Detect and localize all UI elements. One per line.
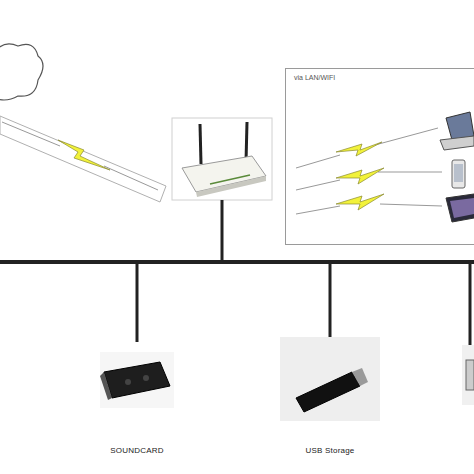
laptop-screen bbox=[446, 112, 474, 140]
bus-drop bbox=[136, 262, 139, 342]
audio-jack bbox=[143, 375, 149, 381]
group-heading: via LAN/WIFI bbox=[294, 74, 335, 81]
wifi-line bbox=[375, 128, 438, 145]
phone bbox=[452, 160, 465, 188]
laptop-base bbox=[440, 136, 474, 150]
usb-frame bbox=[280, 337, 380, 421]
wifi-line bbox=[380, 204, 442, 206]
router-front bbox=[196, 176, 266, 197]
usb-plug bbox=[352, 368, 368, 386]
wifi-line bbox=[378, 172, 442, 173]
partial-device bbox=[466, 360, 474, 390]
soundcard-side bbox=[100, 372, 112, 400]
router-antenna bbox=[200, 124, 201, 164]
wifi-line bbox=[296, 155, 340, 168]
device-frame bbox=[462, 345, 474, 405]
soundcard-frame bbox=[100, 352, 174, 408]
bus-drop bbox=[221, 200, 224, 262]
bus-line bbox=[0, 260, 474, 264]
wifi-line bbox=[296, 206, 340, 214]
usb-stick bbox=[296, 372, 360, 412]
router-antenna bbox=[246, 122, 247, 162]
lightning-bolt bbox=[336, 168, 384, 184]
lightning-bolt bbox=[336, 194, 384, 210]
device-label: USB Storage bbox=[306, 446, 355, 455]
audio-jack bbox=[125, 379, 131, 385]
tablet-screen bbox=[450, 198, 474, 218]
lightning-bolt bbox=[336, 142, 382, 156]
soundcard-body bbox=[104, 362, 170, 398]
tablet bbox=[446, 194, 474, 222]
link-line bbox=[2, 122, 60, 146]
cloud-outline bbox=[0, 44, 43, 100]
lightning-bolt bbox=[58, 140, 110, 170]
link-line bbox=[104, 166, 158, 190]
link-strip bbox=[0, 116, 166, 202]
router-frame bbox=[172, 118, 272, 200]
wifi-line bbox=[296, 180, 340, 190]
device-label: SOUNDCARD bbox=[110, 446, 163, 455]
bus-drop bbox=[329, 262, 332, 338]
wifi-group-box: via LAN/WIFI bbox=[285, 68, 474, 245]
bus-drop bbox=[469, 262, 472, 345]
phone-screen bbox=[454, 164, 463, 182]
router-led bbox=[210, 175, 250, 184]
